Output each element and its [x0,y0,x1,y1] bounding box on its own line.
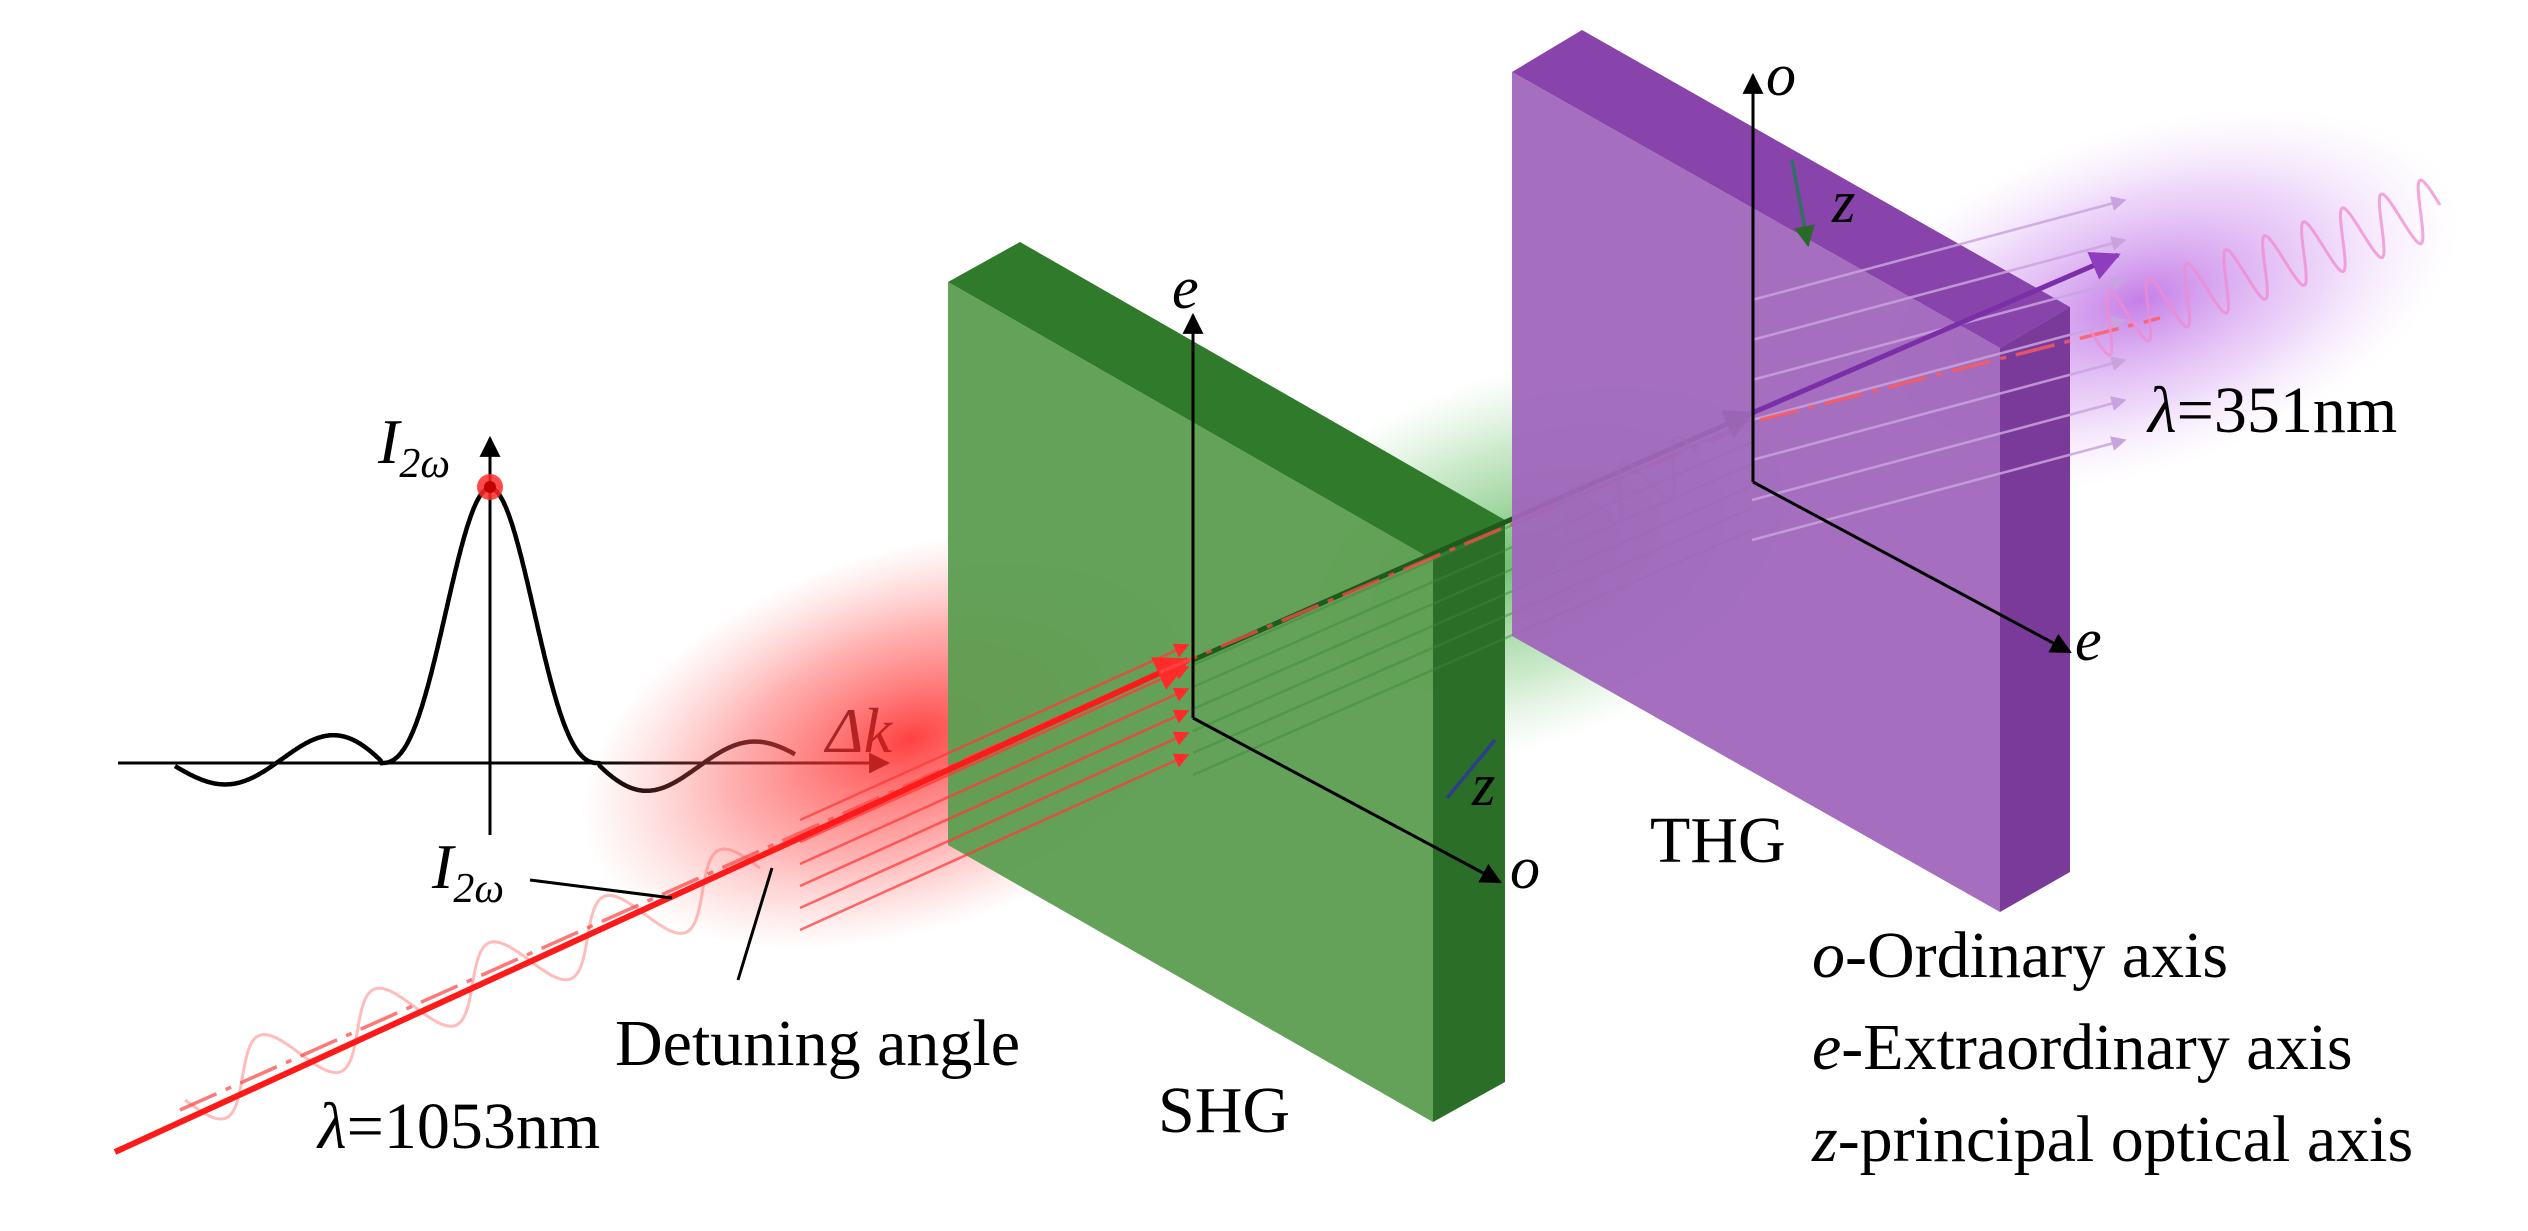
lavender-ray [1751,196,2127,302]
lavender-ray [1751,436,2127,542]
thg-o-label: o [1766,42,1796,108]
axis-legend: o-Ordinary axis e-Extraordinary axis z-p… [1812,910,2413,1186]
thg-z-label: z [1831,169,1855,235]
annotations: I2ω Detuning angle λ=1053nm λ=351nm SHG … [316,374,2397,1163]
thg-e-label: e [2075,607,2102,673]
shg-z-axis [1445,738,1497,800]
shg-crystal [948,242,1505,1122]
output-wavelength-label: λ=351nm [2146,374,2397,447]
shg-side-face [1433,520,1505,1122]
shg-label: SHG [1158,1074,1290,1147]
input-wavelength-label: λ=1053nm [316,1090,600,1163]
plot-y-label: I2ω [377,406,450,487]
thg-axes: o e z [1742,42,2102,673]
legend-extraordinary: e-Extraordinary axis [1812,1011,2353,1084]
shg-o-label: o [1510,835,1540,901]
detuning-leader [736,867,774,981]
red-ray [799,731,1190,910]
legend-principal: z-principal optical axis [1812,1103,2414,1176]
shg-o-axis [1192,716,1502,884]
output-beam [1751,178,2442,542]
red-ray [799,709,1190,888]
red-ray [799,687,1190,866]
thg-top-face [1512,30,2070,348]
thg-side-face [2000,307,2070,912]
purple-main-beam [1751,251,2121,416]
main-red-beam [113,657,1192,1155]
thg-crystal [1512,30,2070,912]
shg-axes: e o z [1172,255,1540,901]
thg-e-axis [1752,480,2072,654]
shg-top-face [948,242,1505,560]
red-ray [799,665,1190,844]
lavender-ray [1751,316,2127,422]
beam-label: I2ω [431,831,504,912]
red-ray [799,643,1190,822]
input-beam [113,643,1192,1155]
shg-z-label: z [1471,752,1495,818]
lavender-ray [1751,356,2127,462]
input-wave [184,847,761,1121]
legend-ordinary: o-Ordinary axis [1812,919,2229,992]
thg-z-axis [1790,159,1815,248]
red-ray [799,753,1190,932]
lavender-ray [1751,236,2127,342]
shg-e-label: e [1172,255,1199,321]
thg-label: THG [1650,804,1786,877]
output-wave [2088,178,2442,357]
beam-label-leader [529,878,673,900]
shg-front-face [948,282,1433,1122]
thg-front-face [1512,72,2000,912]
detuning-label: Detuning angle [615,1007,1020,1080]
lavender-ray [1751,396,2127,502]
